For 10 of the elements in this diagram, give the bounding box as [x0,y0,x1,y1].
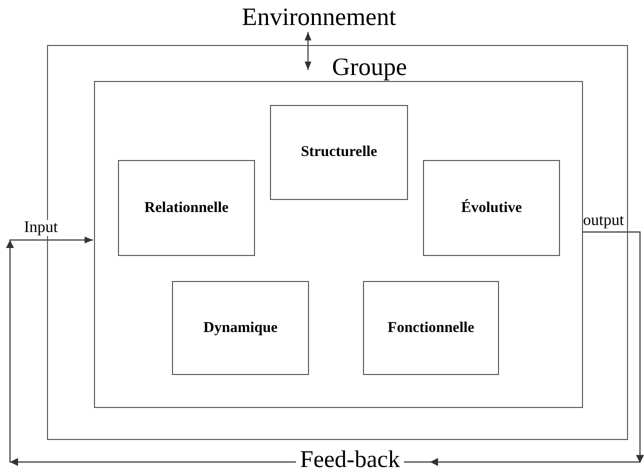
environment-label: Environnement [242,5,396,30]
group-heading: Groupe [332,55,407,80]
output-label: output [583,213,624,229]
aspect-box: Relationnelle [118,160,255,256]
aspect-box: Structurelle [270,105,408,200]
aspect-box: Fonctionnelle [363,281,499,375]
input-label: Input [24,220,58,236]
aspect-box: Évolutive [423,160,560,256]
inner-frame [94,81,583,408]
aspect-box: Dynamique [172,281,309,375]
